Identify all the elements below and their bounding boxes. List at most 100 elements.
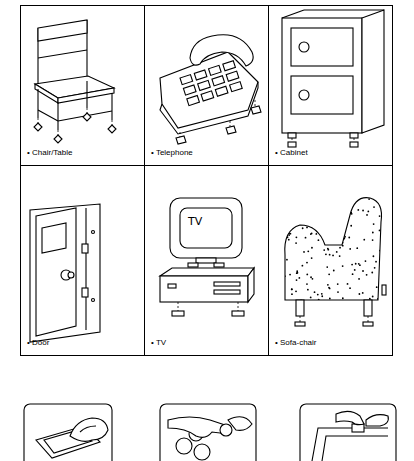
door-window — [42, 223, 66, 253]
telephone-illustration — [160, 35, 261, 144]
fabric-dot — [358, 263, 360, 265]
door-frame — [30, 204, 100, 342]
fabric-dot — [310, 276, 312, 278]
fabric-dot — [316, 198, 318, 200]
fabric-dot — [328, 287, 330, 289]
fabric-dot — [328, 273, 330, 275]
fabric-dot — [306, 283, 308, 285]
cabinet-illustration — [282, 10, 384, 147]
fabric-dot — [288, 234, 290, 236]
felt-pad — [108, 125, 116, 133]
tv-base-top — [160, 268, 254, 276]
fabric-dot — [283, 247, 285, 249]
felt-pad — [176, 136, 186, 144]
fabric-dot — [288, 232, 290, 234]
hand — [70, 418, 108, 441]
item-label: • TV — [151, 338, 166, 347]
felt-pad — [194, 444, 210, 460]
fabric-dot — [337, 291, 339, 293]
fabric-dot — [303, 251, 305, 253]
fabric-dot — [300, 199, 302, 201]
fabric-dot — [284, 275, 286, 277]
fabric-dot — [300, 195, 302, 197]
drawer-knob — [299, 90, 309, 100]
fabric-dot — [329, 254, 331, 256]
telephone-body — [160, 52, 258, 128]
fabric-dot — [315, 197, 317, 199]
fabric-dot — [339, 255, 341, 257]
fabric-dot — [379, 250, 381, 252]
fabric-dot — [379, 260, 381, 262]
fabric-dot — [311, 232, 313, 234]
tv-stand — [196, 258, 216, 263]
fabric-dot — [327, 284, 329, 286]
fabric-dot — [318, 299, 320, 301]
fabric-dot — [302, 227, 304, 229]
drawer-knob — [299, 42, 309, 52]
fabric-dot — [323, 249, 325, 251]
telephone-key — [194, 70, 207, 80]
telephone-key — [226, 71, 239, 81]
panel-box: • Telephone — [144, 5, 269, 166]
sofa-leg — [296, 300, 304, 316]
item-label: • Chair/Table — [27, 148, 73, 157]
door-illustration — [30, 204, 100, 342]
pad-guide — [292, 138, 293, 142]
fabric-dot — [349, 287, 351, 289]
fabric-dot — [379, 288, 381, 290]
fabric-dot — [351, 264, 353, 266]
fabric-dot — [379, 215, 381, 217]
fabric-dot — [366, 214, 368, 216]
fabric-dot — [301, 265, 303, 267]
cabinet-front — [282, 18, 362, 133]
cabinet-drawer — [291, 28, 353, 66]
step-panel — [24, 404, 112, 461]
pad-guide — [178, 302, 179, 311]
fabric-dot — [345, 206, 347, 208]
fabric-dot — [330, 300, 332, 302]
fabric-dot — [295, 242, 297, 244]
fabric-dot — [373, 255, 375, 257]
furniture-corner — [322, 436, 388, 461]
tv-slot — [214, 290, 240, 294]
fabric-dot — [331, 228, 333, 230]
telephone-keypad — [180, 61, 242, 106]
felt-pad — [172, 311, 184, 316]
fabric-dot — [363, 239, 365, 241]
fabric-dot — [292, 227, 294, 229]
fabric-dot — [368, 198, 370, 200]
fabric-dot — [342, 242, 344, 244]
fabric-dot — [287, 236, 289, 238]
fabric-dot — [291, 293, 293, 295]
telephone-key — [212, 76, 225, 86]
fabric-dot — [372, 239, 374, 241]
item-label: • Cabinet — [275, 148, 308, 157]
tv-foot — [214, 263, 224, 267]
fabric-dot — [342, 239, 344, 241]
fabric-dot — [342, 265, 344, 267]
fabric-dot — [291, 288, 293, 290]
fabric-dot — [358, 293, 360, 295]
tv-monitor — [170, 198, 242, 258]
fabric-dot — [296, 279, 298, 281]
step-frame — [160, 404, 256, 461]
fabric-dot — [362, 292, 364, 294]
fabric-dot — [342, 245, 344, 247]
felt-pad — [350, 142, 358, 147]
fabric-dot — [349, 203, 351, 205]
tv-button — [168, 284, 176, 288]
fabric-dot — [339, 247, 341, 249]
fabric-dot — [362, 210, 364, 212]
fabric-dot — [318, 239, 320, 241]
fabric-dot — [373, 223, 375, 225]
fabric-dot — [291, 197, 293, 199]
panel-box: • Door — [20, 165, 145, 356]
fabric-dot — [349, 248, 351, 250]
felt-pad — [363, 322, 373, 326]
fabric-dot — [305, 237, 307, 239]
fabric-dot — [351, 213, 353, 215]
fabric-dot — [362, 270, 364, 272]
fabric-dot — [329, 298, 331, 300]
fabric-dot — [321, 295, 323, 297]
fabric-dot — [333, 220, 335, 222]
